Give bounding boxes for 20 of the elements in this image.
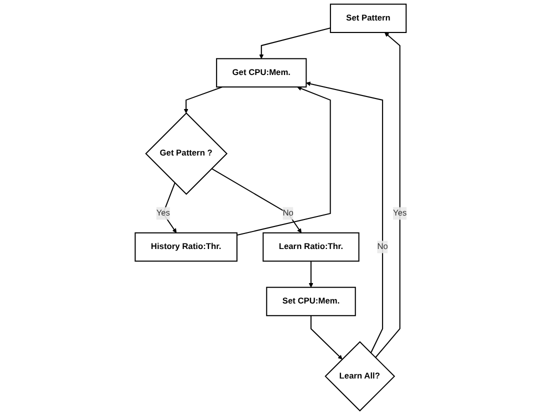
arrow xyxy=(306,82,384,354)
edge-label: No xyxy=(282,208,294,218)
node-box: Learn Ratio:Thr. xyxy=(262,232,360,262)
arrow xyxy=(162,182,177,234)
node-box: Set CPU:Mem. xyxy=(266,286,356,316)
arrow xyxy=(236,86,331,236)
arrow xyxy=(310,316,342,360)
arrow xyxy=(184,86,222,114)
arrow xyxy=(211,168,302,234)
arrow xyxy=(308,261,314,288)
node-box: Get CPU:Mem. xyxy=(216,58,307,88)
arrow xyxy=(259,27,331,59)
arrow xyxy=(375,32,400,358)
edge-label: Yes xyxy=(156,208,170,218)
node-diamond: Get Pattern ? xyxy=(145,112,228,195)
node-box: History Ratio:Thr. xyxy=(134,232,238,262)
edge-label: No xyxy=(377,242,388,252)
node-diamond: Learn All? xyxy=(324,341,396,412)
node-box: Set Pattern xyxy=(330,4,407,33)
edge-label: Yes xyxy=(393,208,407,218)
